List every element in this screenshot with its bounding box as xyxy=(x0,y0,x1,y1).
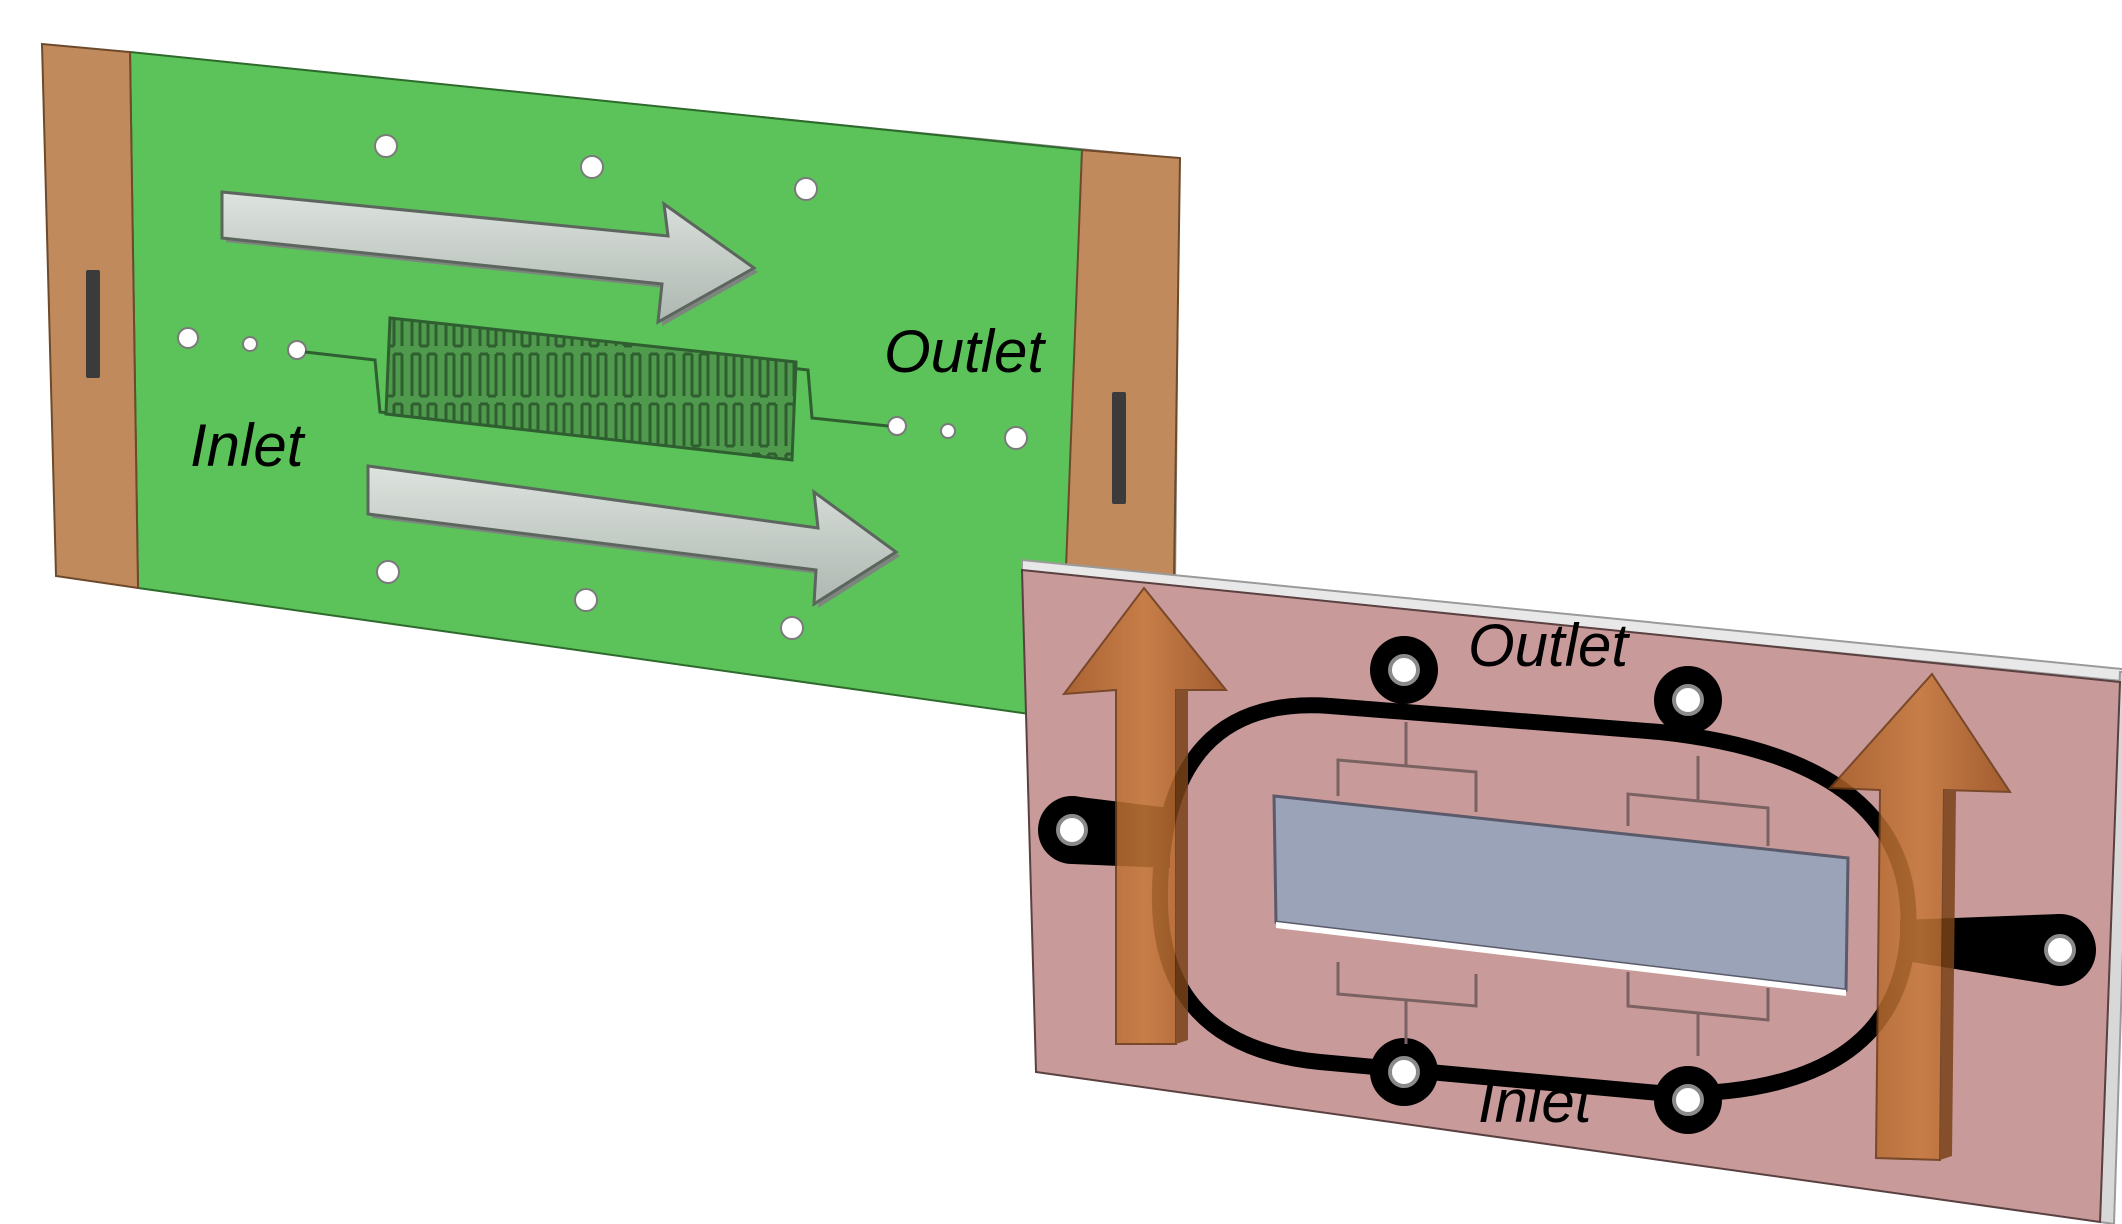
pink-plate-top-edge xyxy=(1021,558,2122,683)
green-inlet-label: Inlet xyxy=(190,412,306,479)
pink-inlet-label: Inlet xyxy=(1478,1068,1594,1135)
pink-plate: Outlet Inlet xyxy=(1020,558,2122,1224)
center-window-bevel xyxy=(1276,922,1846,996)
right-connector-slot xyxy=(1112,392,1126,504)
green-outlet-channel xyxy=(789,366,889,428)
green-plate-right-strip xyxy=(1064,148,1182,580)
green-flow-arrow-bottom xyxy=(366,464,900,608)
pink-outlet-label: Outlet xyxy=(1468,612,1630,679)
manifold-channels xyxy=(1336,722,1770,1056)
green-outlet-label: Outlet xyxy=(884,318,1046,385)
pink-plate-holes xyxy=(1056,654,2076,1116)
pink-flow-arrow-left xyxy=(1061,586,1229,1045)
green-plate-holes xyxy=(177,134,1028,640)
serpentine-channel xyxy=(384,316,798,462)
left-connector-slot xyxy=(86,270,100,378)
pink-flow-arrow-right xyxy=(1827,672,2012,1162)
green-flow-arrow-top xyxy=(220,190,758,326)
green-plate: Outlet Inlet xyxy=(40,42,1182,722)
